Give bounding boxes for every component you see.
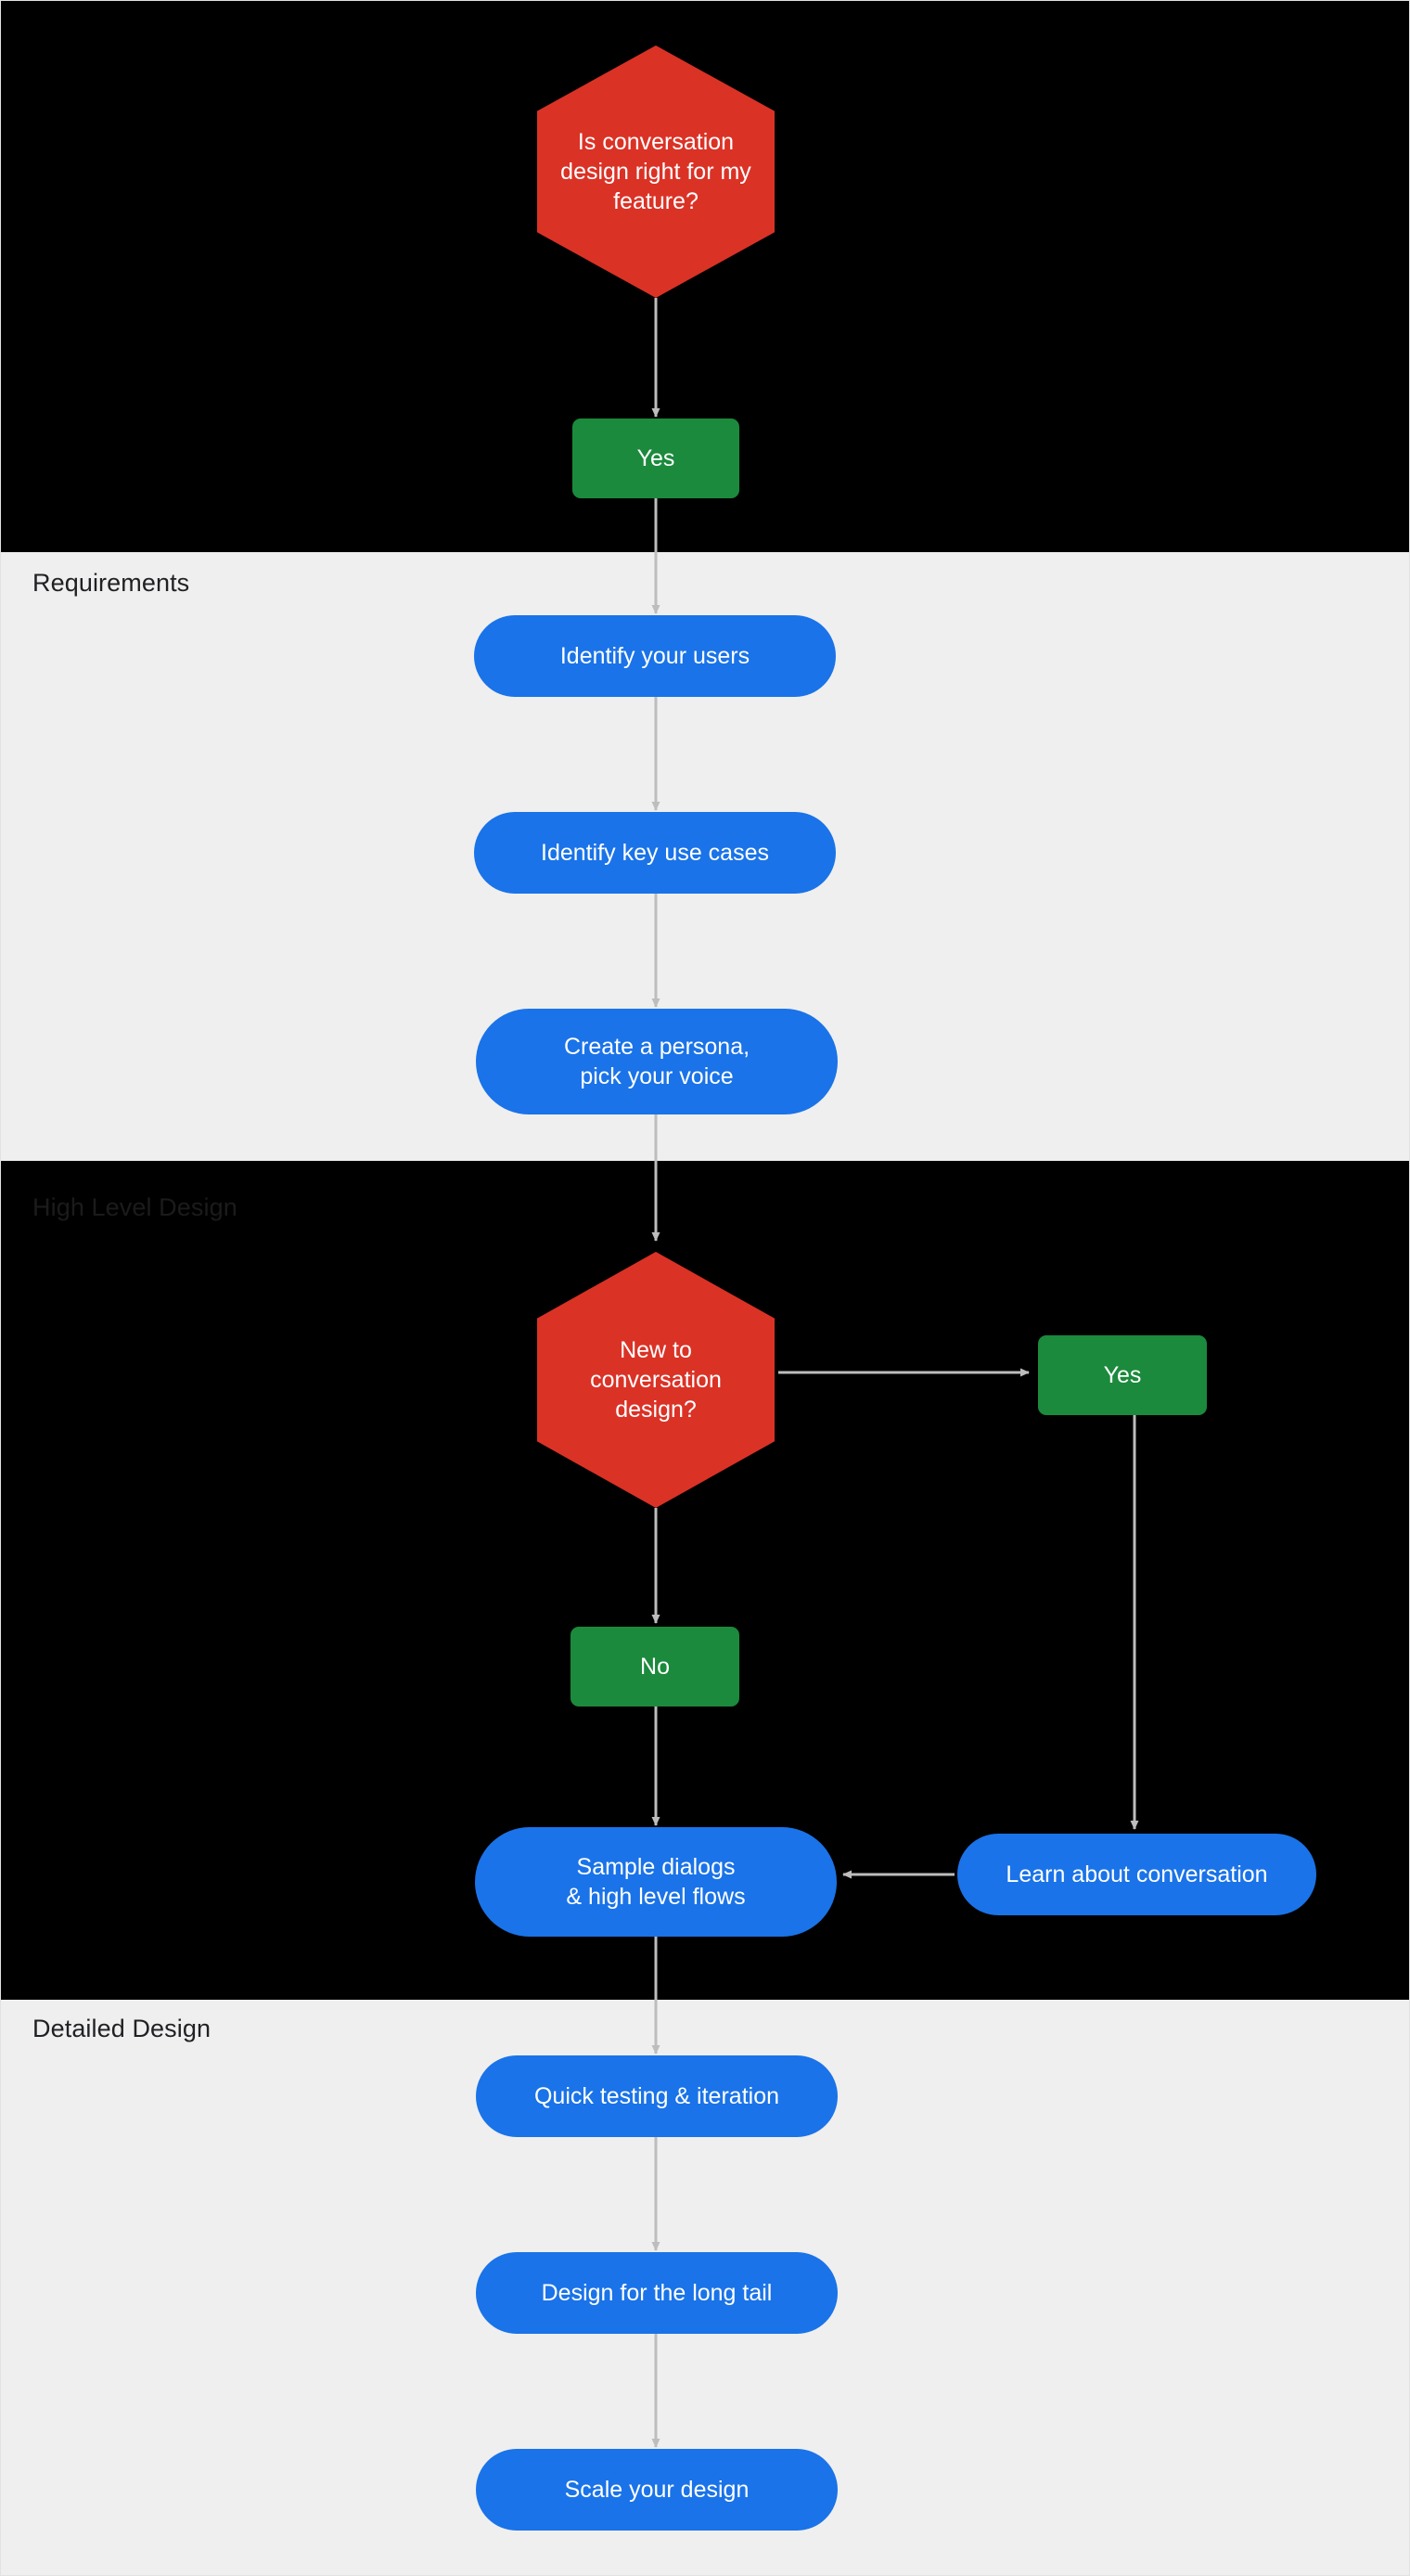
- step-node-identify-key-use-cases[interactable]: Identify key use cases: [474, 812, 836, 894]
- step-node-create-persona-line-2: pick your voice: [580, 1063, 734, 1089]
- answer-node-no[interactable]: No: [570, 1627, 739, 1707]
- step-node-sample-dialogs-line-1: Sample dialogs: [576, 1854, 736, 1880]
- step-node-sample-dialogs-line-2: & high level flows: [566, 1884, 746, 1910]
- section-label-requirements: Requirements: [32, 569, 190, 597]
- step-node-design-for-long-tail[interactable]: Design for the long tail: [476, 2252, 838, 2334]
- step-node-quick-testing-iteration[interactable]: Quick testing & iteration: [476, 2055, 838, 2137]
- step-node-create-persona-pick-voice[interactable]: Create a persona, pick your voice: [476, 1009, 838, 1114]
- step-node-learn-about-conversation[interactable]: Learn about conversation: [957, 1834, 1316, 1915]
- step-node-identify-your-users[interactable]: Identify your users: [474, 615, 836, 697]
- step-node-sample-dialogs-high-level-flows[interactable]: Sample dialogs & high level flows: [475, 1827, 837, 1937]
- answer-node-yes-1[interactable]: Yes: [572, 419, 739, 498]
- step-node-scale-your-design[interactable]: Scale your design: [476, 2449, 838, 2531]
- section-label-high-level-design: High Level Design: [32, 1193, 237, 1221]
- answer-node-yes-2[interactable]: Yes: [1038, 1335, 1207, 1415]
- step-node-create-persona-line-1: Create a persona,: [563, 1034, 750, 1060]
- section-label-detailed-design: Detailed Design: [32, 2015, 212, 2042]
